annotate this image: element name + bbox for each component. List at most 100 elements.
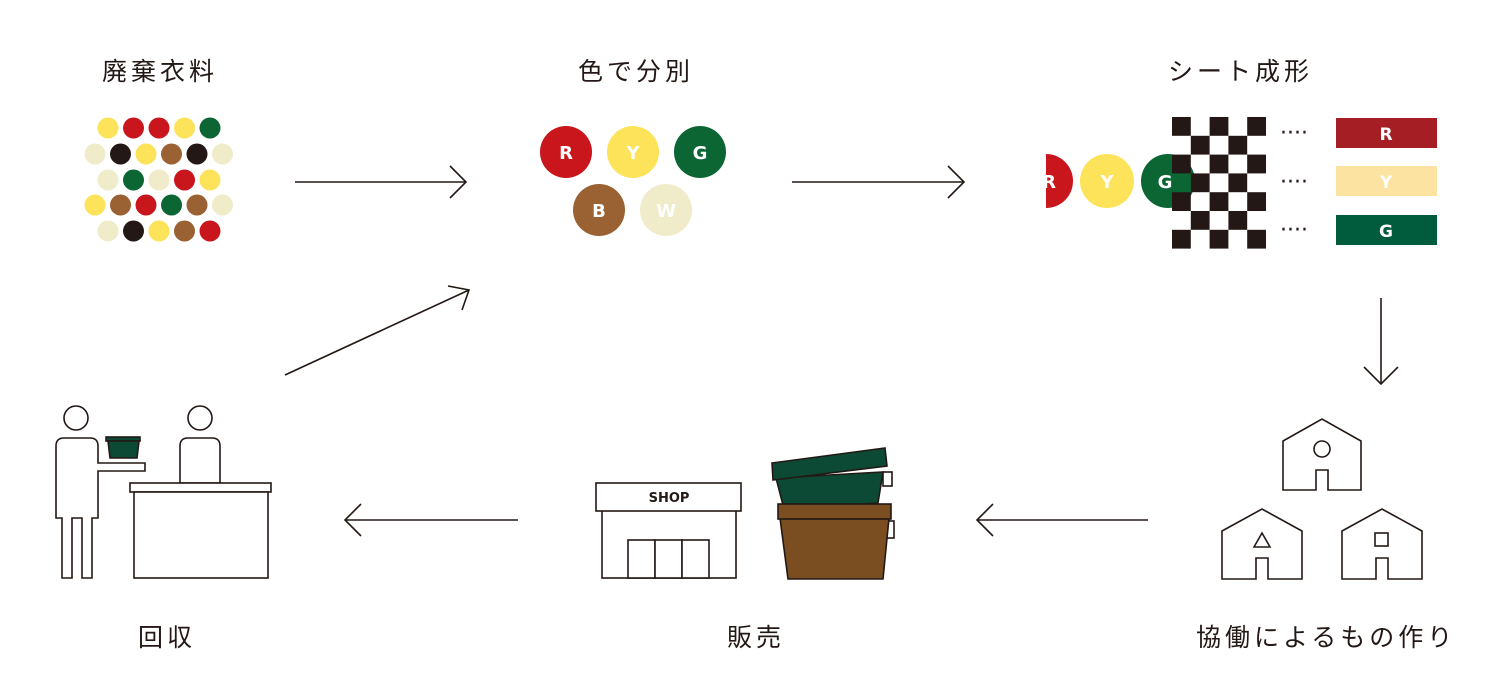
green-sheet-bar xyxy=(1336,215,1437,245)
waste-dot-red xyxy=(123,117,144,139)
sheet-yellow-letter: Y xyxy=(1099,172,1114,193)
sorted-white-circle xyxy=(640,184,692,236)
staff-person-icon xyxy=(179,405,221,484)
sheet-yellow-circle xyxy=(1080,154,1134,208)
waste-dot-red xyxy=(135,194,157,216)
arrow-sheet-to-craft xyxy=(1363,298,1399,386)
waste-dot-cream xyxy=(84,143,106,165)
arrow-waste-to-sort xyxy=(295,165,468,199)
waste-dot-green xyxy=(123,169,144,191)
waste-dot-yellow xyxy=(97,117,119,139)
step-label-collaborative-making: 協働によるもの作り xyxy=(1196,623,1457,652)
shop-sign-text: SHOP xyxy=(649,491,690,506)
shop-door-left xyxy=(627,539,656,579)
sorted-yellow-circle xyxy=(607,126,659,178)
sheet-red-circle xyxy=(1046,154,1073,208)
waste-dot-black xyxy=(110,143,131,165)
arrow-collection-to-sort xyxy=(284,285,471,376)
house-square-icon xyxy=(1341,508,1423,580)
sorted-green-letter: G xyxy=(693,143,708,164)
red-sheet-bar xyxy=(1336,118,1437,148)
waste-dot-cream xyxy=(212,194,233,216)
waste-dot-yellow xyxy=(135,143,157,165)
waste-dot-green xyxy=(161,194,182,216)
arrow-sort-to-sheet xyxy=(792,165,966,199)
dotted-leader-yellow: ···· xyxy=(1280,170,1308,195)
waste-dot-cream xyxy=(212,143,233,165)
shop-icon xyxy=(595,482,742,579)
waste-dot-cream xyxy=(97,169,119,191)
green-pot xyxy=(771,447,893,510)
checker-square xyxy=(1172,154,1191,174)
customer-person-icon xyxy=(55,405,146,579)
checker-square xyxy=(1190,173,1210,193)
sorted-green-circle xyxy=(674,126,726,178)
checker-square xyxy=(1209,192,1229,211)
waste-dot-brown xyxy=(174,220,195,242)
yellow-sheet-bar xyxy=(1336,166,1437,196)
waste-dot-black xyxy=(186,143,208,165)
step-label-color-sorting: 色で分別 xyxy=(578,57,695,86)
waste-dot-red xyxy=(148,117,170,139)
sorted-brown-circle xyxy=(573,184,625,236)
waste-dot-red xyxy=(199,220,221,242)
shop-sign-board xyxy=(595,482,742,512)
waste-dot-cream xyxy=(148,169,170,191)
sorted-yellow-letter: Y xyxy=(625,143,640,164)
sorted-white-letter: W xyxy=(656,201,676,222)
dotted-leader-red: ···· xyxy=(1280,121,1308,146)
green-sheet-letter: G xyxy=(1379,222,1393,242)
checker-square xyxy=(1247,229,1266,249)
waste-clothing-dots xyxy=(84,117,233,242)
waste-dot-yellow xyxy=(148,220,170,242)
collection-counter-scene xyxy=(55,405,272,579)
sheet-red-letter: R xyxy=(1042,172,1056,193)
sheet-input-circles: R Y G xyxy=(1042,154,1195,208)
sorted-brown-letter: B xyxy=(592,201,606,222)
checker-square xyxy=(1209,154,1229,174)
sorted-red-circle xyxy=(540,126,592,178)
step-label-collection: 回収 xyxy=(138,623,197,652)
checker-square xyxy=(1209,229,1229,249)
yellow-sheet-letter: Y xyxy=(1379,173,1393,193)
waste-dot-red xyxy=(174,169,195,191)
stacked-pots-icon xyxy=(771,447,895,580)
red-sheet-letter: R xyxy=(1379,125,1392,145)
checker-square xyxy=(1172,117,1191,136)
sorted-color-circles: R Y G B W xyxy=(540,126,726,236)
arrow-sales-to-collection xyxy=(343,503,518,537)
house-circle-icon xyxy=(1282,418,1362,491)
waste-dot-cream xyxy=(97,220,119,242)
checker-square xyxy=(1247,154,1266,174)
flow-arrows xyxy=(284,165,1399,537)
waste-dot-yellow xyxy=(84,194,106,216)
checker-square xyxy=(1209,117,1229,136)
waste-dot-yellow xyxy=(199,169,221,191)
checker-square xyxy=(1172,192,1191,211)
checker-square xyxy=(1228,173,1248,193)
checker-square xyxy=(1247,117,1266,136)
waste-dot-brown xyxy=(186,194,208,216)
sorted-red-letter: R xyxy=(559,143,573,164)
house-triangle-icon xyxy=(1221,508,1303,580)
sheet-green-letter: G xyxy=(1158,172,1173,193)
dotted-leader-green: ···· xyxy=(1280,218,1308,243)
checker-square xyxy=(1228,211,1248,230)
arrow-craft-to-sales xyxy=(975,503,1148,537)
brown-pot xyxy=(777,503,895,580)
step-label-waste-clothing: 廃棄衣料 xyxy=(102,57,219,86)
step-label-sheet-forming: シート成形 xyxy=(1168,57,1314,86)
sheet-output-bars: ···· ···· ···· R Y G xyxy=(1280,118,1437,245)
checker-square xyxy=(1247,192,1266,211)
checker-square xyxy=(1190,135,1210,155)
shop-door-right xyxy=(681,539,710,579)
clothes-basket-icon xyxy=(105,436,141,459)
waste-dot-black xyxy=(123,220,144,242)
sheet-forming-checker-pattern xyxy=(1172,117,1266,249)
waste-dot-green xyxy=(199,117,221,139)
checker-square xyxy=(1228,135,1248,155)
shop-door-middle xyxy=(654,539,683,579)
waste-dot-brown xyxy=(161,143,182,165)
checker-square xyxy=(1172,229,1191,249)
